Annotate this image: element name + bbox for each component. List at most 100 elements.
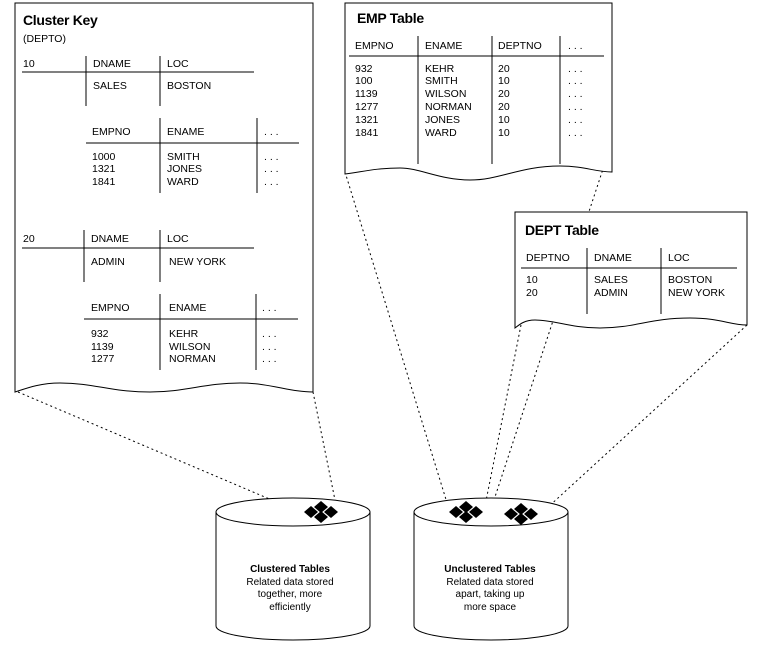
ename-cell: WILSON xyxy=(425,88,466,100)
cluster-group-20: 20 DNAME LOC ADMIN NEW YORK EMPNO ENAME … xyxy=(22,230,298,370)
clustered-tables-cylinder: Clustered Tables Related data stored tog… xyxy=(215,497,371,641)
dept-table-page: DEPT Table DEPTNO DNAME LOC 10 20 SALES … xyxy=(514,211,748,330)
empno-cell: 100 xyxy=(355,75,373,87)
cluster-key-subtitle: (DEPTO) xyxy=(23,33,66,45)
unclustered-desc-line: more space xyxy=(464,602,517,613)
dept-value: ADMIN xyxy=(91,256,125,268)
data-block-icon xyxy=(449,501,483,523)
deptno-cell: 10 xyxy=(498,114,510,126)
connector-dept-right xyxy=(545,324,748,510)
empno-cell: 1321 xyxy=(355,114,379,126)
empno-cell: 1139 xyxy=(355,88,378,100)
ename-cell: WILSON xyxy=(169,341,210,353)
dept-header: DNAME xyxy=(594,252,632,264)
ellipsis-cell: . . . xyxy=(262,328,277,340)
ellipsis-cell: . . . xyxy=(568,127,583,139)
unclustered-desc-line: apart, taking up xyxy=(456,589,525,600)
dept-table-title: DEPT Table xyxy=(525,222,599,238)
emp-table-title: EMP Table xyxy=(357,10,424,26)
ellipsis-cell: . . . xyxy=(262,353,277,365)
emp-header: ENAME xyxy=(167,126,204,138)
emp-header: EMPNO xyxy=(91,302,130,314)
ellipsis-cell: . . . xyxy=(568,114,583,126)
emp-header: . . . xyxy=(568,40,583,52)
unclustered-tables-cylinder: Unclustered Tables Related data stored a… xyxy=(413,497,569,641)
emp-table-page: EMP Table EMPNO ENAME DEPTNO . . . 932 1… xyxy=(344,2,613,181)
connector-emp-left xyxy=(344,171,449,507)
cylinder-top xyxy=(413,497,569,527)
ename-cell: KEHR xyxy=(425,63,455,75)
connector-cluster-right xyxy=(312,391,337,506)
ename-cell: KEHR xyxy=(169,328,199,340)
data-block-icon xyxy=(304,501,338,523)
dept-value: BOSTON xyxy=(167,80,211,92)
dept-header: DNAME xyxy=(91,233,129,245)
connector-dept-left xyxy=(483,324,522,512)
cylinder-top xyxy=(215,497,371,527)
ename-cell: JONES xyxy=(425,114,460,126)
empno-cell: 932 xyxy=(355,63,373,75)
cluster-key-title: Cluster Key xyxy=(23,12,98,28)
empno-cell: 1841 xyxy=(355,127,379,139)
dept-header: LOC xyxy=(668,252,690,264)
data-block-icon xyxy=(504,503,538,525)
connector-lines xyxy=(17,165,748,513)
ename-cell: WARD xyxy=(425,127,457,139)
deptno-cell: 20 xyxy=(526,287,538,299)
deptno-cell: 20 xyxy=(498,101,510,113)
empno-cell: 1139 xyxy=(91,341,114,353)
dept-header: LOC xyxy=(167,58,189,70)
ename-cell: JONES xyxy=(167,163,202,175)
ellipsis-cell: . . . xyxy=(264,151,279,163)
dept-header: LOC xyxy=(167,233,189,245)
clustered-title: Clustered Tables xyxy=(250,564,330,575)
empno-cell: 1841 xyxy=(92,176,116,188)
emp-header: . . . xyxy=(264,126,279,138)
empno-cell: 1277 xyxy=(91,353,115,365)
deptno-cell: 10 xyxy=(498,75,510,87)
ename-cell: SMITH xyxy=(425,75,458,87)
ellipsis-cell: . . . xyxy=(264,176,279,188)
empno-cell: 1277 xyxy=(355,101,379,113)
ellipsis-cell: . . . xyxy=(264,163,279,175)
deptno-cell: 20 xyxy=(498,63,510,75)
clustered-desc-line: together, more xyxy=(258,589,323,600)
dept-header: DEPTNO xyxy=(526,252,570,264)
ename-cell: NORMAN xyxy=(425,101,472,113)
ellipsis-cell: . . . xyxy=(568,75,583,87)
emp-header: EMPNO xyxy=(92,126,131,138)
cluster-key-value: 10 xyxy=(23,58,35,70)
cluster-key-value: 20 xyxy=(23,233,35,245)
unclustered-desc-line: Related data stored xyxy=(446,577,533,588)
emp-header: EMPNO xyxy=(355,40,394,52)
clustered-desc-line: Related data stored xyxy=(246,577,333,588)
ename-cell: NORMAN xyxy=(169,353,216,365)
dname-cell: SALES xyxy=(594,274,628,286)
dept-value: SALES xyxy=(93,80,127,92)
unclustered-title: Unclustered Tables xyxy=(444,564,536,575)
ename-cell: WARD xyxy=(167,176,199,188)
emp-header: ENAME xyxy=(425,40,462,52)
ellipsis-cell: . . . xyxy=(568,63,583,75)
loc-cell: NEW YORK xyxy=(668,287,725,299)
loc-cell: BOSTON xyxy=(668,274,712,286)
connector-cluster-left xyxy=(17,391,301,513)
cluster-key-page: Cluster Key (DEPTO) 10 DNAME LOC SALES B… xyxy=(14,2,314,393)
emp-header: ENAME xyxy=(169,302,206,314)
dname-cell: ADMIN xyxy=(594,287,628,299)
clustered-desc-line: efficiently xyxy=(269,602,311,613)
deptno-cell: 10 xyxy=(498,127,510,139)
empno-cell: 1000 xyxy=(92,151,116,163)
empno-cell: 1321 xyxy=(92,163,116,175)
cluster-group-10: 10 DNAME LOC SALES BOSTON EMPNO ENAME . … xyxy=(22,56,299,193)
ellipsis-cell: . . . xyxy=(262,341,277,353)
ellipsis-cell: . . . xyxy=(568,101,583,113)
ellipsis-cell: . . . xyxy=(568,88,583,100)
ename-cell: SMITH xyxy=(167,151,200,163)
empno-cell: 932 xyxy=(91,328,109,340)
emp-header: DEPTNO xyxy=(498,40,542,52)
emp-header: . . . xyxy=(262,302,277,314)
dept-value: NEW YORK xyxy=(169,256,226,268)
deptno-cell: 10 xyxy=(526,274,538,286)
